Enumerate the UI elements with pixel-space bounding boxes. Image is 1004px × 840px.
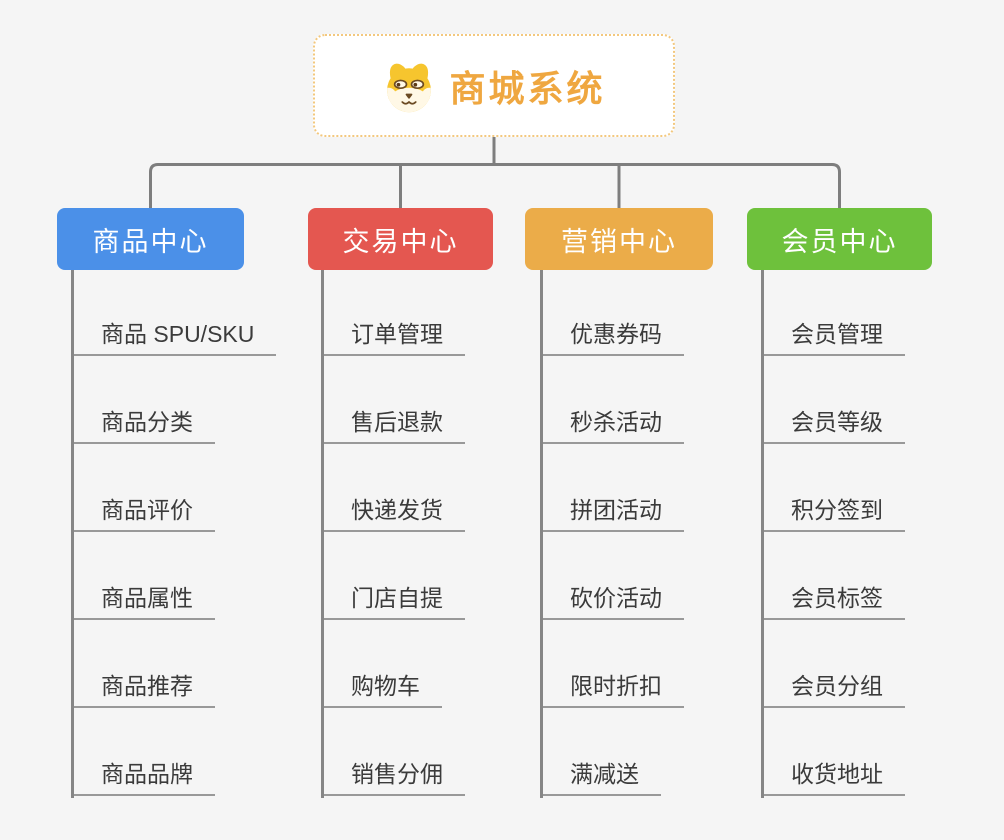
leaf-node[interactable]: 会员分组 — [764, 620, 905, 708]
leaf-node[interactable]: 快递发货 — [324, 444, 465, 532]
leaf-node[interactable]: 积分签到 — [764, 444, 905, 532]
leaf-node[interactable]: 满减送 — [543, 708, 661, 796]
leaf-node[interactable]: 商品推荐 — [74, 620, 215, 708]
leaf-node[interactable]: 会员标签 — [764, 532, 905, 620]
branch-member-center-children: 会员管理 会员等级 积分签到 会员标签 会员分组 收货地址 — [761, 270, 905, 798]
leaf-node[interactable]: 限时折扣 — [543, 620, 684, 708]
leaf-node[interactable]: 秒杀活动 — [543, 356, 684, 444]
leaf-node[interactable]: 商品品牌 — [74, 708, 215, 796]
leaf-node[interactable]: 拼团活动 — [543, 444, 684, 532]
branch-product-center[interactable]: 商品中心 — [57, 208, 244, 270]
branch-member-center[interactable]: 会员中心 — [747, 208, 932, 270]
shiba-dog-icon — [387, 63, 432, 112]
leaf-node[interactable]: 优惠券码 — [543, 270, 684, 356]
leaf-node[interactable]: 商品分类 — [74, 356, 215, 444]
leaf-node[interactable]: 商品评价 — [74, 444, 215, 532]
branch-marketing-center[interactable]: 营销中心 — [525, 208, 713, 270]
root-node-mall-system[interactable]: 商城系统 — [313, 34, 675, 137]
leaf-node[interactable]: 会员等级 — [764, 356, 905, 444]
leaf-node[interactable]: 销售分佣 — [324, 708, 465, 796]
leaf-node[interactable]: 商品属性 — [74, 532, 215, 620]
branch-product-center-children: 商品 SPU/SKU 商品分类 商品评价 商品属性 商品推荐 商品品牌 — [71, 270, 277, 798]
branch-marketing-center-children: 优惠券码 秒杀活动 拼团活动 砍价活动 限时折扣 满减送 — [540, 270, 684, 798]
leaf-node[interactable]: 砍价活动 — [543, 532, 684, 620]
leaf-node[interactable]: 订单管理 — [324, 270, 465, 356]
branch-trade-center[interactable]: 交易中心 — [308, 208, 493, 270]
root-title: 商城系统 — [449, 67, 606, 109]
leaf-node[interactable]: 商品 SPU/SKU — [74, 270, 277, 356]
leaf-node[interactable]: 门店自提 — [324, 532, 465, 620]
leaf-node[interactable]: 售后退款 — [324, 356, 465, 444]
leaf-node[interactable]: 收货地址 — [764, 708, 905, 796]
branch-trade-center-children: 订单管理 售后退款 快递发货 门店自提 购物车 销售分佣 — [321, 270, 465, 798]
leaf-node[interactable]: 购物车 — [324, 620, 442, 708]
leaf-node[interactable]: 会员管理 — [764, 270, 905, 356]
